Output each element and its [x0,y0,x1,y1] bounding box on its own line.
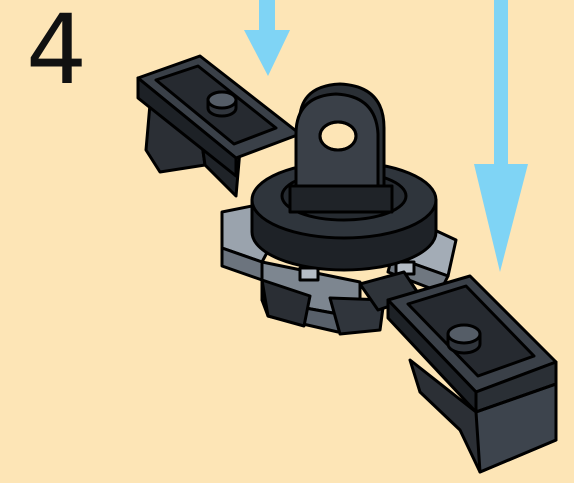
down-arrow-icon [474,0,528,272]
down-arrow-icon [244,0,290,76]
eyelet-piece [290,84,392,212]
right-tile-plate [360,272,556,412]
